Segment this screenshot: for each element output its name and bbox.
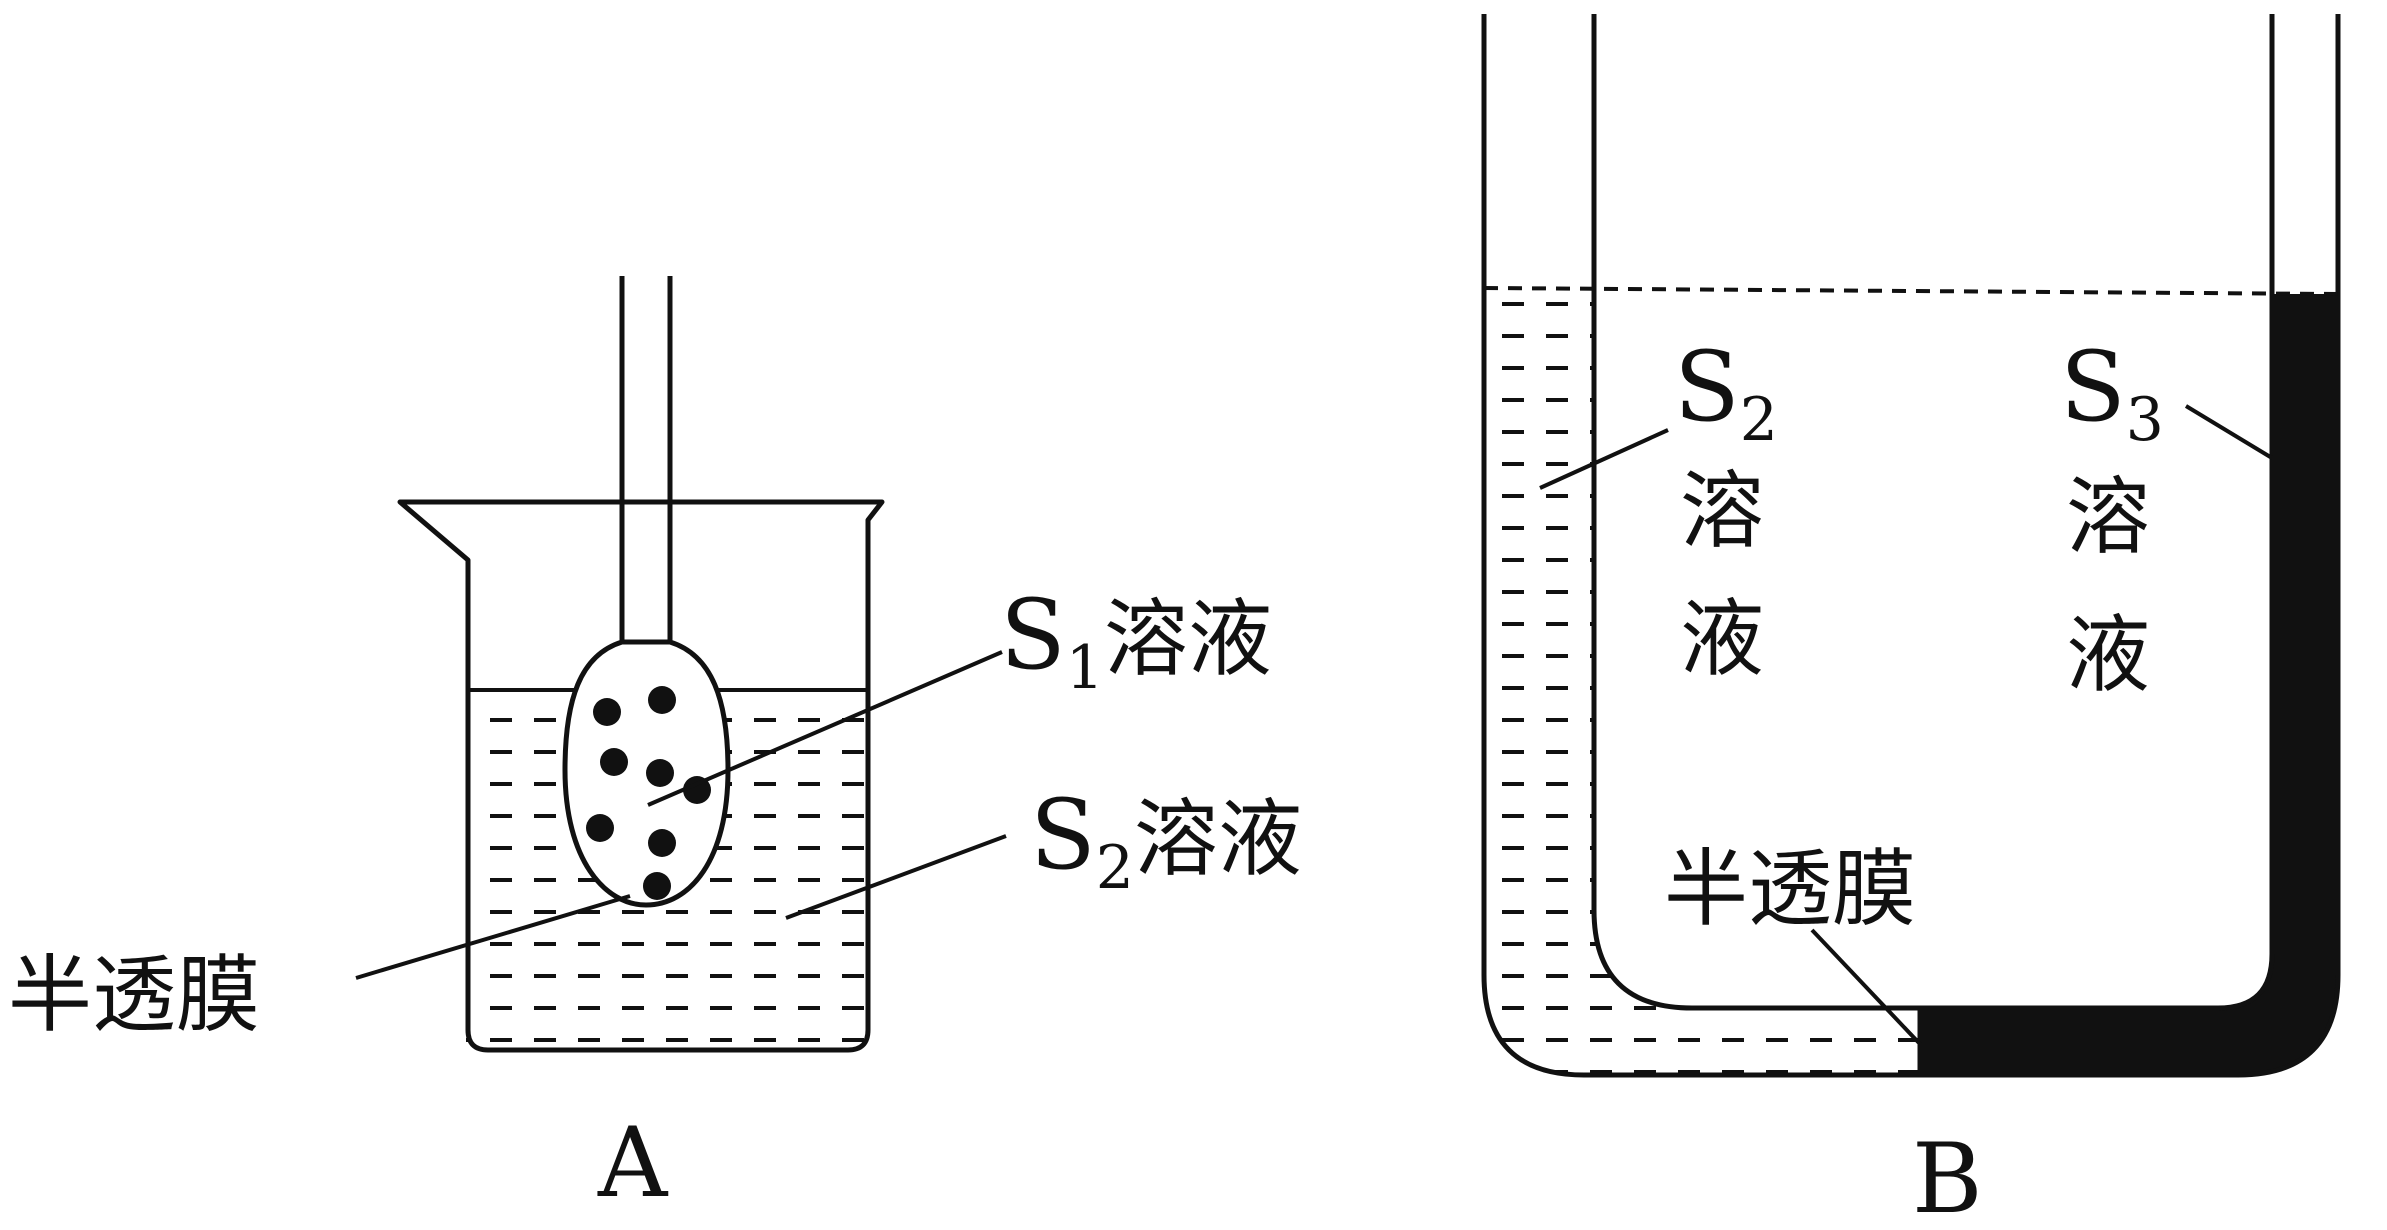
beaker-outline	[397, 499, 885, 1053]
solute-particle	[646, 759, 674, 787]
u-tube-outer-wall	[1481, 14, 2341, 1078]
solute-particles	[586, 686, 711, 900]
svg-text:液: 液	[2066, 606, 2150, 704]
svg-text:S2: S2	[1674, 331, 1778, 455]
leader-line-s2-b	[1539, 428, 1669, 490]
solute-particle	[648, 829, 676, 857]
u-tube-inner-wall	[1591, 14, 2275, 1011]
leader-line-membrane	[355, 894, 631, 980]
caption-a: A	[597, 1107, 669, 1219]
s3-liquid	[1920, 294, 2338, 1075]
figure-a: S1溶液 S2溶液 半透膜 A	[8, 276, 1302, 1219]
label-membrane-a: 半透膜	[8, 946, 260, 1044]
svg-text:S3: S3	[2060, 331, 2164, 455]
svg-text:液: 液	[1680, 590, 1764, 688]
solute-particle	[600, 748, 628, 776]
svg-text:溶: 溶	[2066, 468, 2150, 566]
label-membrane-b: 半透膜	[1664, 840, 1916, 938]
solute-particle	[586, 814, 614, 842]
label-s3-vertical: S3 溶 液	[2060, 331, 2164, 704]
label-s1-solution: S1溶液	[1000, 579, 1272, 703]
liquid-level-line	[1483, 286, 2339, 296]
leader-line-s3-b	[2184, 404, 2274, 460]
svg-text:溶: 溶	[1680, 462, 1764, 560]
leader-line-s2	[785, 834, 1007, 920]
label-s2-solution: S2溶液	[1030, 779, 1302, 903]
figure-b: S2 溶 液 S3 溶 液 半透膜 B	[1481, 14, 2341, 1230]
leader-line-membrane-b	[1810, 928, 1922, 1046]
label-s2-vertical: S2 溶 液	[1674, 331, 1778, 688]
solute-particle	[593, 698, 621, 726]
caption-b: B	[1912, 1123, 1983, 1230]
leader-line-s1	[647, 650, 1003, 807]
solute-particle	[683, 776, 711, 804]
solute-particle	[648, 686, 676, 714]
solute-particle	[643, 872, 671, 900]
